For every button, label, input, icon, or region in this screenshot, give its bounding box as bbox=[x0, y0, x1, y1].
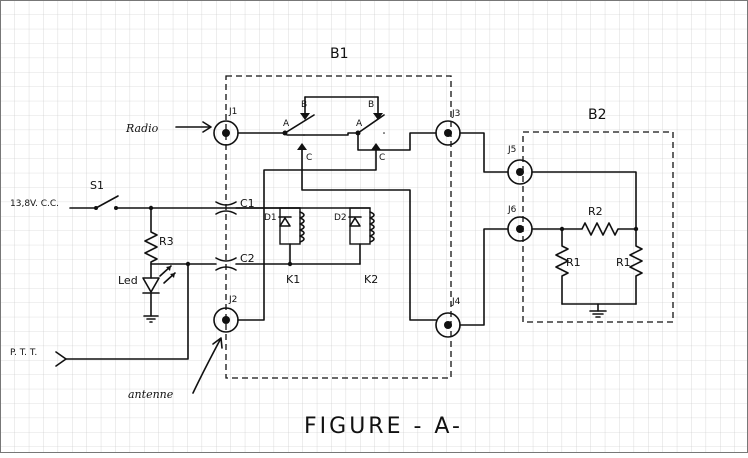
contact-a1-label: A bbox=[283, 119, 290, 129]
capacitor-c2 bbox=[215, 257, 237, 271]
connector-j2 bbox=[213, 307, 239, 333]
relay-k1-label: K1 bbox=[286, 273, 300, 286]
relay-k2-label: K2 bbox=[364, 273, 378, 286]
resistor-r1-right bbox=[629, 228, 643, 305]
diode-d2-label: D2 bbox=[334, 213, 347, 223]
connector-j4-label: J4 bbox=[451, 297, 461, 307]
connector-j2-label: J2 bbox=[228, 295, 237, 305]
contact-b1-label: B bbox=[301, 100, 307, 110]
radio-arrow-head bbox=[202, 121, 212, 133]
resistor-r1-right-label: R1 bbox=[616, 256, 631, 269]
terminal-antenne-label: antenne bbox=[128, 388, 174, 401]
wire-c1-j4 bbox=[301, 149, 437, 321]
connector-j5-label: J5 bbox=[507, 145, 516, 155]
wire-j4-j6 bbox=[459, 228, 509, 326]
wire-a2-j3 bbox=[357, 132, 437, 151]
antenne-arrow bbox=[192, 339, 221, 394]
relay2-c-marker bbox=[371, 143, 381, 150]
wire-ptt-bus bbox=[65, 263, 189, 360]
antenne-arrow-head bbox=[212, 337, 223, 349]
wire-j3-j5 bbox=[459, 132, 509, 173]
led-diode bbox=[142, 265, 176, 317]
relay1-blade bbox=[284, 114, 315, 134]
figure-title: FIGURE - A- bbox=[304, 414, 463, 439]
connector-j3-label: J3 bbox=[451, 109, 460, 119]
ground-led bbox=[143, 315, 159, 323]
relay2-blade bbox=[357, 114, 385, 134]
box-b2-label: B2 bbox=[588, 107, 607, 123]
terminal-ptt-label: P. T. T. bbox=[10, 348, 37, 358]
led-label: Led bbox=[118, 274, 138, 287]
contact-a2-label: A bbox=[356, 119, 363, 129]
ground-b2 bbox=[589, 303, 607, 318]
diode-d2 bbox=[348, 216, 362, 227]
wire-a1-a2 bbox=[303, 132, 357, 136]
resistor-r2-label: R2 bbox=[588, 205, 603, 218]
box-b1-label: B1 bbox=[330, 46, 349, 62]
diode-d1 bbox=[278, 216, 292, 227]
switch-s1 bbox=[95, 195, 119, 209]
wire-c2-j2 bbox=[237, 149, 377, 321]
contact-c1-label: C bbox=[306, 153, 312, 163]
contact-c2-label: C bbox=[379, 153, 385, 163]
relay1-c-marker bbox=[297, 143, 307, 150]
relay2-b-marker bbox=[373, 113, 383, 120]
capacitor-c2-label: C2 bbox=[240, 252, 255, 265]
relay1-b-marker bbox=[300, 113, 310, 120]
box-b1 bbox=[225, 75, 452, 379]
switch-s1-label: S1 bbox=[90, 179, 104, 192]
resistor-r3 bbox=[144, 207, 158, 279]
capacitor-c1 bbox=[215, 201, 237, 215]
resistor-r1-left bbox=[555, 228, 569, 305]
terminal-supply-label: 13,8V. C.C. bbox=[10, 199, 59, 209]
connector-j1-label: J1 bbox=[228, 107, 237, 117]
diode-d1-label: D1 bbox=[264, 213, 277, 223]
terminal-radio-label: Radio bbox=[125, 122, 159, 135]
connector-j6-label: J6 bbox=[507, 205, 517, 215]
capacitor-c1-label: C1 bbox=[240, 197, 255, 210]
resistor-r2 bbox=[561, 222, 637, 236]
resistor-r3-label: R3 bbox=[159, 235, 174, 248]
wire-j5-node bbox=[531, 171, 637, 230]
resistor-r1-left-label: R1 bbox=[566, 256, 581, 269]
contact-b2-label: B bbox=[368, 100, 374, 110]
